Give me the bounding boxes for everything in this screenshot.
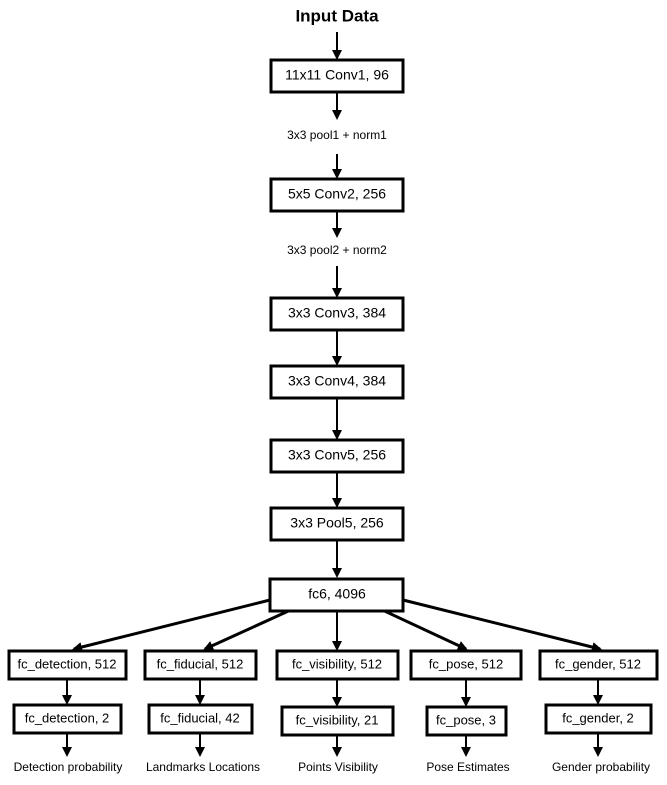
node-conv2: 5x5 Conv2, 256 (269, 177, 405, 213)
node-pool5-label: 3x3 Pool5, 256 (290, 515, 384, 531)
branch-visibility-fc2-label: fc_visibility, 21 (296, 712, 379, 727)
branch-detection: fc_detection, 512 fc_detection, 2 Detect… (7, 649, 128, 774)
branch-detection-fc2-label: fc_detection, 2 (25, 710, 110, 725)
node-conv3: 3x3 Conv3, 384 (269, 296, 405, 332)
node-conv5: 3x3 Conv5, 256 (269, 438, 405, 474)
branch-fiducial-fc1-label: fc_fiducial, 512 (157, 656, 244, 671)
edge-fc6-detection (72, 598, 271, 652)
node-pool5: 3x3 Pool5, 256 (269, 506, 405, 542)
input-data-title: Input Data (295, 6, 379, 25)
branch-edges (72, 598, 602, 652)
branch-detection-fc1-label: fc_detection, 512 (17, 656, 116, 671)
edge-fc6-gender (402, 598, 602, 652)
branch-pose: fc_pose, 512 fc_pose, 3 Pose Estimates (409, 649, 523, 774)
label-pool2: 3x3 pool2 + norm2 (287, 243, 387, 257)
branch-pose-fc1-label: fc_pose, 512 (429, 656, 503, 671)
branch-visibility: fc_visibility, 512 fc_visibility, 21 Poi… (275, 649, 400, 774)
node-conv2-label: 5x5 Conv2, 256 (288, 186, 386, 202)
branch-detection-output: Detection probability (14, 760, 123, 774)
edge-fc6-fiducial (203, 606, 296, 651)
node-conv1-label: 11x11 Conv1, 96 (285, 67, 389, 83)
node-fc6-label: fc6, 4096 (308, 586, 366, 602)
branch-fiducial-output: Landmarks Locations (146, 760, 260, 774)
node-fc6: fc6, 4096 (268, 577, 405, 613)
branch-gender-output: Gender probability (552, 760, 650, 774)
branch-gender-fc1-label: fc_gender, 512 (555, 656, 641, 671)
branch-inner-edges (62, 679, 603, 757)
branch-fiducial: fc_fiducial, 512 fc_fiducial, 42 Landmar… (143, 649, 260, 774)
node-conv1: 11x11 Conv1, 96 (269, 58, 405, 94)
branch-pose-output: Pose Estimates (426, 760, 509, 774)
branch-fiducial-fc2-label: fc_fiducial, 42 (160, 710, 240, 725)
node-conv3-label: 3x3 Conv3, 384 (288, 305, 386, 321)
branch-gender-fc2-label: fc_gender, 2 (562, 710, 634, 725)
label-pool1: 3x3 pool1 + norm1 (287, 128, 387, 142)
branch-visibility-output: Points Visibility (298, 760, 378, 774)
node-conv4: 3x3 Conv4, 384 (269, 364, 405, 400)
branch-visibility-fc1-label: fc_visibility, 512 (292, 656, 382, 671)
edge-fc6-pose (377, 606, 468, 651)
node-conv4-label: 3x3 Conv4, 384 (288, 373, 386, 389)
branch-gender: fc_gender, 512 fc_gender, 2 Gender proba… (538, 649, 659, 774)
branch-pose-fc2-label: fc_pose, 3 (436, 712, 496, 727)
node-conv5-label: 3x3 Conv5, 256 (288, 447, 386, 463)
